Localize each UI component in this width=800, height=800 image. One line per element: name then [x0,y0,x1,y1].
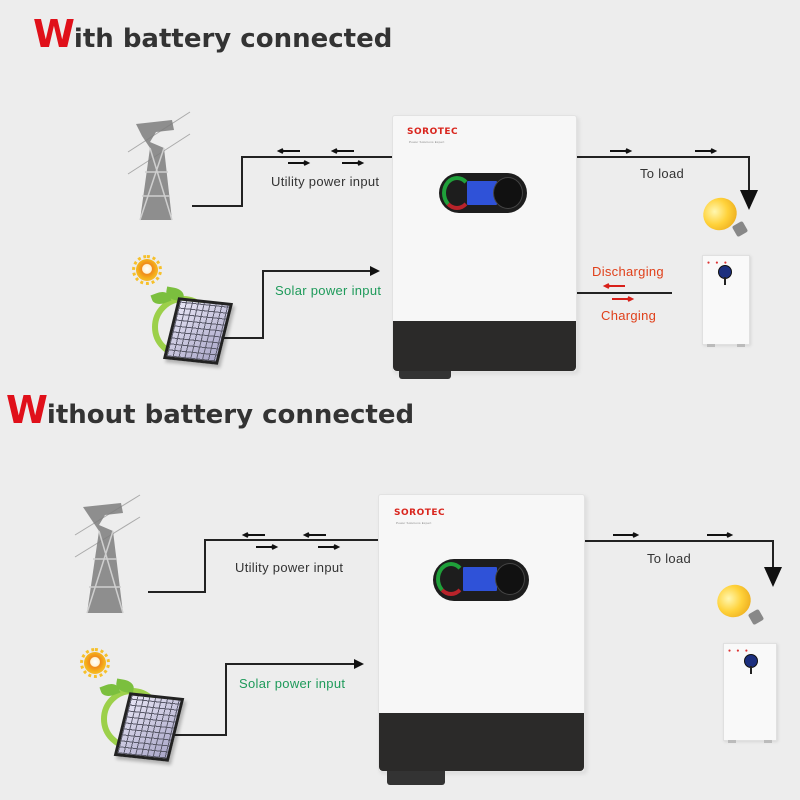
control-dial-icon [493,177,523,209]
inverter-control-panel [439,173,527,213]
solar-line-1 [215,266,380,339]
discharging-label: Discharging [592,264,664,279]
utility-line-2 [148,532,378,593]
battery-switch-lever [750,666,752,674]
sun-icon [80,648,110,678]
arrow-left-icon [276,148,300,154]
utility-power-input-label: Utility power input [235,560,344,575]
heading-text: ithout battery connected [46,400,415,430]
inverter-brand: SOROTEC [407,127,459,137]
arrow-right-icon [707,532,734,538]
section-heading-without-battery: Without battery connected [6,388,414,432]
arrow-left-icon [330,148,354,154]
arrow-right-icon [318,544,341,550]
arrow-right-icon [288,160,311,166]
arrow-left-icon [302,532,326,538]
inverter-base [393,321,576,371]
arrow-right-icon [256,544,279,550]
battery-switch-lever [724,277,726,285]
battery-indicator-dots: ● ● ● [707,260,729,266]
inverter-control-panel [433,559,529,601]
battery-foot [737,344,745,347]
battery-indicator-dots: ● ● ● [728,648,750,654]
battery-cabinet-icon: ● ● ● [723,643,777,743]
arrow-right-icon [695,148,718,154]
lcd-screen [467,181,497,205]
inverter-base [379,713,584,771]
solar-line-2 [175,659,364,736]
inverter-icon: SOROTEC Power Solutions Expert [392,115,577,379]
inverter-icon: SOROTEC Power Solutions Expert [378,494,585,785]
arrow-left-icon [241,532,265,538]
heading-text: ith battery connected [73,24,393,54]
to-load-label: To load [647,551,692,566]
power-tower-icon [127,111,191,221]
battery-cabinet-icon: ● ● ● [702,255,750,347]
section-heading-with-battery: With battery connected [33,12,392,56]
inverter-tagline: Power Solutions Expert [409,140,445,144]
charging-label: Charging [601,308,657,323]
control-dial-icon [495,563,525,595]
lcd-screen [463,567,497,591]
inverter-tagline: Power Solutions Expert [396,521,432,525]
utility-line-1 [192,148,392,207]
arrow-right-icon [342,160,365,166]
battery-line-1 [576,283,672,302]
utility-power-input-label: Utility power input [271,174,380,189]
charge-arrow-icon [612,296,635,302]
solar-power-input-label: Solar power input [239,676,346,691]
discharge-arrow-icon [602,283,625,289]
battery-foot [728,740,736,743]
sun-icon [132,255,162,285]
power-tower-icon [74,494,141,614]
inverter-foot [387,771,445,785]
heading-initial: W [6,388,48,432]
status-ring-icon [442,176,472,210]
arrow-right-icon [610,148,633,154]
heading-initial: W [33,12,75,56]
to-load-label: To load [640,166,685,181]
load-line-2 [584,532,782,587]
inverter-brand: SOROTEC [394,508,446,518]
battery-foot [764,740,772,743]
status-ring-icon [436,562,466,596]
load-line-1 [576,148,758,210]
solar-power-input-label: Solar power input [275,283,382,298]
arrow-right-icon [613,532,640,538]
inverter-foot [399,371,451,379]
battery-foot [707,344,715,347]
